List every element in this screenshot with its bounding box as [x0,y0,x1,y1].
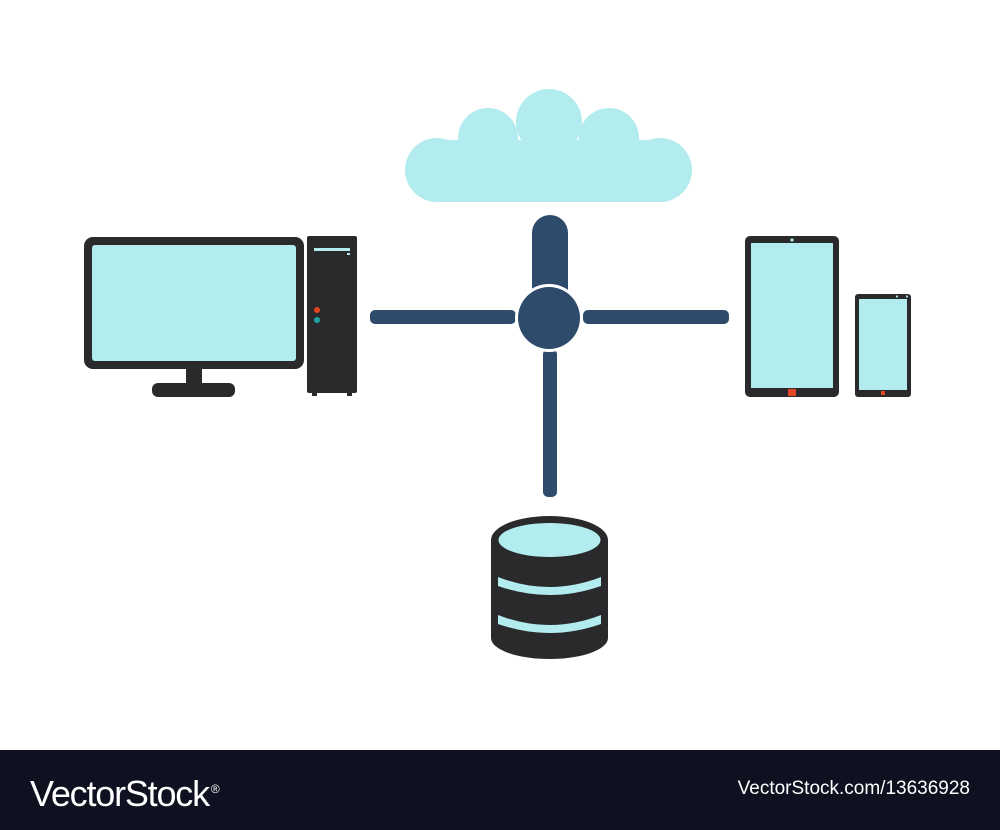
connector-to-desktop [370,310,516,324]
image-id-text: VectorStock.com/13636928 [737,778,970,799]
tablet-icon [745,236,839,397]
connector-to-database [543,349,557,497]
power-led-icon [314,307,320,313]
monitor-icon [84,237,304,397]
status-led-icon [314,317,320,323]
network-diagram [84,89,911,659]
smartphone-icon [855,294,911,397]
database-icon [491,516,608,659]
cloud-icon [405,89,692,202]
vectorstock-logo: VectorStock® [30,767,220,816]
connector-lines [370,215,729,497]
network-hub-icon [515,284,583,352]
connector-to-mobile [583,310,729,324]
registered-mark: ® [210,782,220,796]
logo-text: VectorStock [30,773,210,814]
computer-tower-icon [307,236,357,396]
watermark-footer: VectorStock® VectorStock.com/13636928 [0,750,1000,830]
